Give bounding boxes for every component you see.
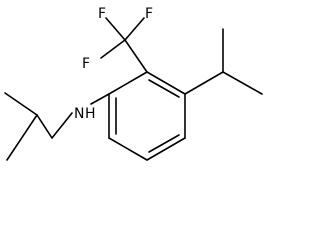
ring-to-isopropyl-bond bbox=[184, 71, 224, 95]
isobutyl-methyl-bond bbox=[4, 92, 38, 116]
fluorine-atom: F bbox=[82, 56, 90, 72]
amine-group: N H bbox=[74, 93, 110, 122]
methylene-to-methine-bond bbox=[36, 114, 53, 139]
ring-bond bbox=[146, 71, 186, 95]
ring-bond bbox=[108, 137, 148, 161]
ring-bond bbox=[146, 137, 186, 161]
benzene-ring bbox=[108, 71, 186, 161]
c-f-bond bbox=[105, 17, 126, 41]
isobutyl-methyl-bond bbox=[6, 114, 38, 161]
c-f-bond bbox=[100, 39, 126, 59]
ring-double-bond bbox=[148, 79, 180, 98]
fluorine-atom: F bbox=[98, 6, 106, 22]
isobutyl-group bbox=[4, 92, 73, 161]
ring-bond bbox=[108, 71, 148, 95]
amine-hydrogen: H bbox=[85, 106, 96, 122]
trifluoromethyl-group: F F F bbox=[82, 6, 153, 73]
nitrogen-to-methylene-bond bbox=[51, 112, 73, 139]
isopropyl-group bbox=[184, 28, 263, 95]
isopropyl-methyl-bond bbox=[222, 71, 263, 95]
ring-to-nitrogen-bond bbox=[90, 93, 110, 105]
ring-double-bond bbox=[148, 134, 180, 153]
chemical-structure: F F F N H bbox=[4, 6, 263, 161]
nitrogen-atom: N bbox=[74, 106, 84, 122]
ring-to-cf3-bond bbox=[124, 39, 148, 73]
fluorine-atom: F bbox=[145, 6, 153, 22]
c-f-bond bbox=[124, 17, 145, 41]
